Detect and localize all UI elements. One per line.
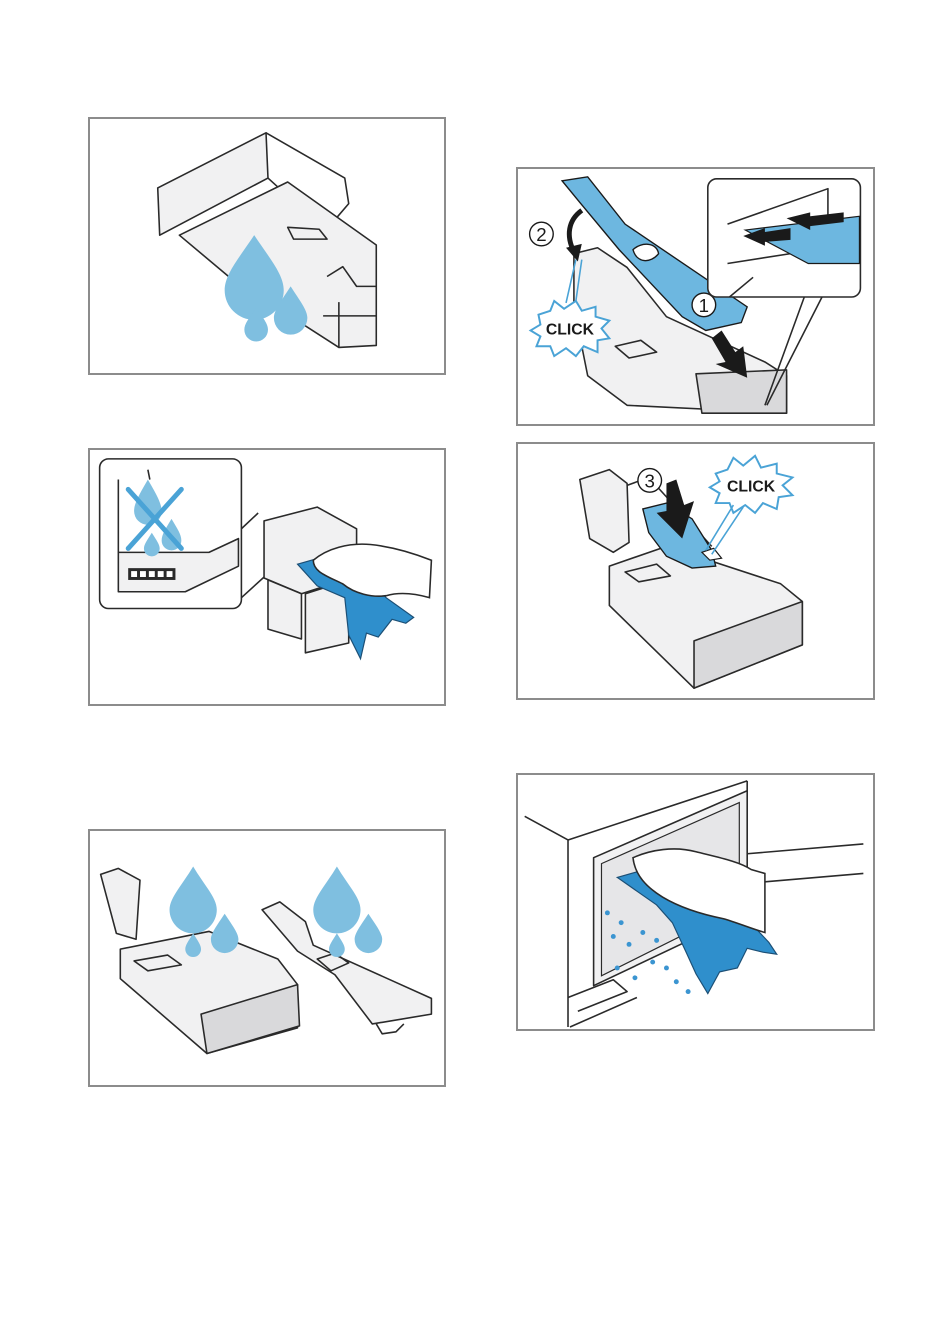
water-drop-icon xyxy=(329,933,345,957)
insert-cover-illustration: 3 CLICK xyxy=(518,444,873,698)
click-label: CLICK xyxy=(546,321,595,338)
panel-insert-siphon: 2 1 CLICK xyxy=(516,167,875,426)
panel-wipe-compartment xyxy=(516,773,875,1031)
step-1-label: 1 xyxy=(699,295,709,316)
step-3-label: 3 xyxy=(645,470,655,491)
dry-contacts-illustration xyxy=(90,450,444,704)
panel-insert-cover: 3 CLICK xyxy=(516,442,875,700)
step-2-label: 2 xyxy=(536,224,546,245)
water-drop-icon xyxy=(313,866,360,933)
panel-rinse-tray xyxy=(88,117,446,375)
rinse-parts-illustration xyxy=(90,831,444,1085)
water-drop-icon xyxy=(211,914,239,953)
click-label: CLICK xyxy=(727,478,776,495)
panel-rinse-parts xyxy=(88,829,446,1087)
water-drop-icon xyxy=(355,914,383,953)
panel-dry-contacts xyxy=(88,448,446,706)
water-drop-icon xyxy=(170,866,217,933)
rinse-tray-illustration xyxy=(90,119,444,373)
wipe-compartment-illustration xyxy=(518,775,873,1029)
insert-siphon-illustration: 2 1 CLICK xyxy=(518,169,873,424)
